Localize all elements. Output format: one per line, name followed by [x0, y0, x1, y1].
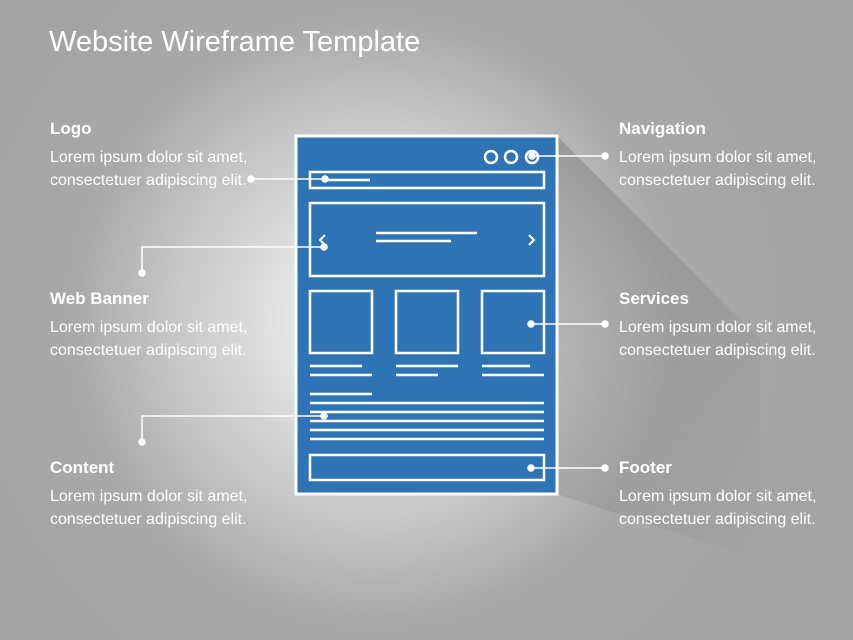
connector-footer [527, 464, 609, 472]
nav-circle-icon [524, 149, 540, 165]
callout-description: Lorem ipsum dolor sit amet, consectetuer… [619, 488, 817, 528]
wireframe-shadow [557, 136, 760, 560]
connector-navigation [528, 152, 609, 160]
callout-heading: Logo [50, 119, 92, 138]
wireframe-banner [308, 201, 546, 278]
nav-circle-icon [483, 149, 499, 165]
connector-content [138, 412, 328, 446]
callout-navigation: Navigation Lorem ipsum dolor sit amet, c… [619, 118, 819, 192]
wireframe-service-box [308, 289, 374, 355]
callout-heading: Web Banner [50, 289, 149, 308]
connector-services [527, 320, 609, 328]
wireframe-page [294, 134, 559, 496]
callout-heading: Content [50, 458, 115, 477]
callout-description: Lorem ipsum dolor sit amet, consectetuer… [50, 149, 248, 189]
callout-content: Content Lorem ipsum dolor sit amet, cons… [50, 457, 250, 531]
callout-logo: Logo Lorem ipsum dolor sit amet, consect… [50, 118, 250, 192]
callout-footer: Footer Lorem ipsum dolor sit amet, conse… [619, 457, 819, 531]
callout-description: Lorem ipsum dolor sit amet, consectetuer… [50, 319, 248, 359]
nav-circle-icon [503, 149, 519, 165]
wireframe-header-bar [308, 170, 546, 190]
connector-web-banner [138, 243, 328, 277]
callout-web-banner: Web Banner Lorem ipsum dolor sit amet, c… [50, 288, 250, 362]
chevron-right-icon [528, 234, 536, 246]
callout-services: Services Lorem ipsum dolor sit amet, con… [619, 288, 819, 362]
page-title: Website Wireframe Template [49, 26, 421, 58]
connector-logo [247, 175, 329, 183]
callout-description: Lorem ipsum dolor sit amet, consectetuer… [619, 149, 817, 189]
callout-heading: Navigation [619, 119, 706, 138]
callout-heading: Services [619, 289, 689, 308]
callout-heading: Footer [619, 458, 672, 477]
wireframe-service-box [480, 289, 546, 355]
wireframe-service-box [394, 289, 460, 355]
callout-description: Lorem ipsum dolor sit amet, consectetuer… [50, 488, 248, 528]
callout-description: Lorem ipsum dolor sit amet, consectetuer… [619, 319, 817, 359]
